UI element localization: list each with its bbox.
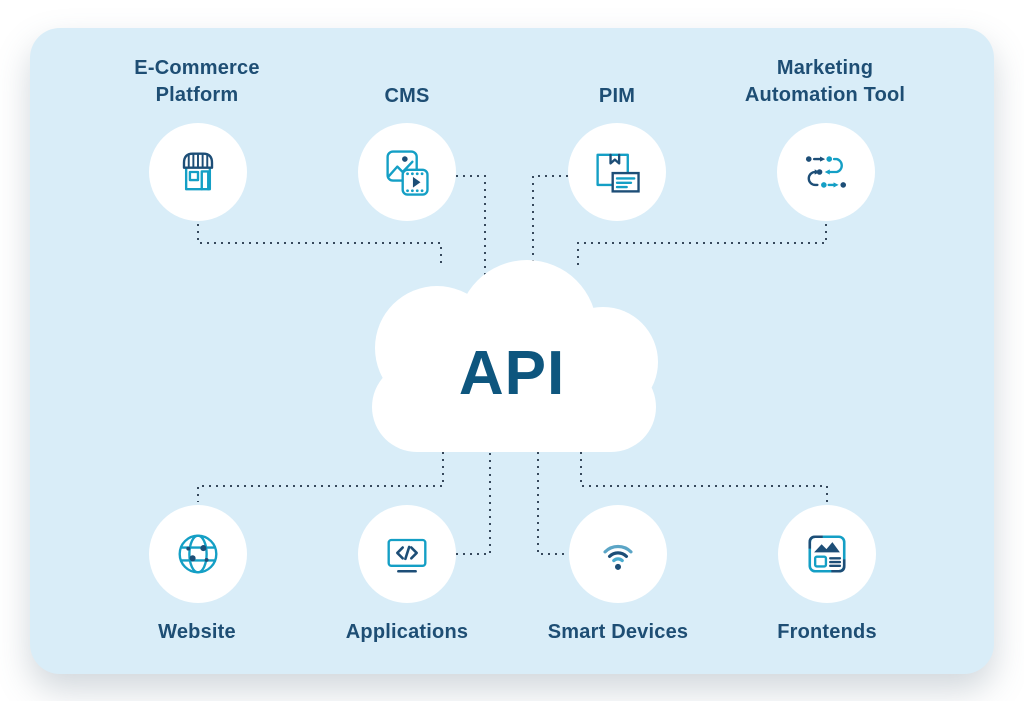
label-cms: CMS: [384, 85, 430, 107]
node-applications: [358, 505, 456, 603]
workflow-arrows-icon: [805, 156, 847, 188]
node-pim: [568, 123, 666, 221]
connector-applications: [456, 452, 491, 555]
label-applications: Applications: [345, 621, 469, 643]
node-smart-devices: [569, 505, 667, 603]
label-smart-devices: Smart Devices: [547, 621, 689, 643]
globe-icon: [178, 534, 218, 574]
label-marketing-automation-tool: Marketing Automation Tool: [744, 57, 906, 106]
label-website: Website: [158, 621, 236, 643]
label-frontends: Frontends: [777, 621, 877, 643]
connector-cms: [456, 175, 486, 282]
connector-marketing: [577, 224, 827, 268]
connector-smart-devices: [537, 452, 567, 555]
node-e-commerce-platform: [149, 123, 247, 221]
node-website: [149, 505, 247, 603]
package-label-icon: [596, 153, 640, 193]
node-frontends: [778, 505, 876, 603]
node-marketing-automation-tool: [777, 123, 875, 221]
ui-layout-icon: [808, 535, 846, 573]
api-title: API: [458, 339, 566, 408]
api-cloud-shape: [372, 260, 658, 452]
code-window-icon: [387, 538, 427, 573]
media-photo-video-icon: [386, 150, 429, 196]
label-e-commerce-platform: E-Commerce Platform: [134, 57, 260, 106]
connector-ecommerce: [197, 224, 442, 268]
connector-frontends: [580, 452, 828, 502]
node-cms: [358, 123, 456, 221]
connector-website: [197, 452, 444, 502]
storefront-icon: [182, 152, 214, 191]
wifi-icon: [603, 544, 633, 570]
label-pim: PIM: [598, 85, 636, 107]
connector-pim: [532, 175, 568, 282]
connector-lines: [197, 175, 828, 555]
